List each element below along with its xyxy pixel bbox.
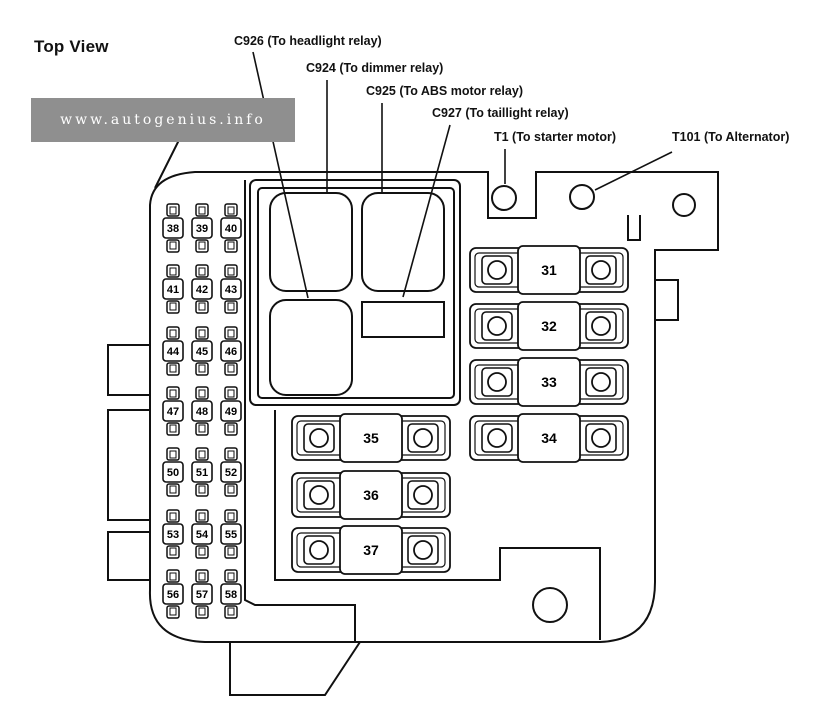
leader-t101 [594,151,673,191]
fuse-35: 35 [291,413,451,463]
fuse-number-42: 42 [196,284,208,296]
fuse-number-48: 48 [196,406,208,418]
terminal-t101 [569,184,595,210]
relay-c927-slot [361,301,445,338]
fuse-number-38: 38 [167,223,179,235]
inner-panel-left [244,180,356,642]
fuse-44: 44 [162,326,184,376]
fuse-34: 34 [469,413,629,463]
fuse-number-45: 45 [196,346,208,358]
fuse-52: 52 [220,447,242,497]
view-title: Top View [34,37,109,56]
fuse-46: 46 [220,326,242,376]
relay-c925 [361,192,445,292]
fuse-number-46: 46 [225,346,237,358]
large-fuse-bank: 31 32 33 34 35 36 37 [291,245,629,575]
fuse-45: 45 [191,326,213,376]
relay-compartment-inner [257,187,455,399]
fuse-number-53: 53 [167,529,179,541]
watermark: www.autogenius.info [31,98,295,142]
connector-label-c925: C925 (To ABS motor relay) [366,84,523,98]
fuse-32: 32 [469,301,629,351]
small-fuse-bank: 38 39 40 41 42 43 44 45 46 47 48 49 50 51 52 53 54 55 56 57… [162,203,242,619]
relay-compartment [249,179,461,406]
fuse-31: 31 [469,245,629,295]
fuse-43: 43 [220,264,242,314]
leader-c926 [252,51,309,299]
fuse-47: 47 [162,386,184,436]
fuse-number-56: 56 [167,589,179,601]
connector-label-t101: T101 (To Alternator) [672,130,790,144]
fuse-number-43: 43 [225,284,237,296]
fuse-51: 51 [191,447,213,497]
left-tab-middle [107,409,150,521]
leader-c927 [402,124,451,298]
fuse-38: 38 [162,203,184,253]
left-tab-upper [107,344,150,396]
fuse-number-32: 32 [541,318,557,334]
fuse-number-47: 47 [167,406,179,418]
fuse-42: 42 [191,264,213,314]
fuse-number-44: 44 [167,346,180,358]
fuse-number-55: 55 [225,529,237,541]
fuse-number-35: 35 [363,430,379,446]
fuse-57: 57 [191,569,213,619]
relay-c924 [269,299,353,396]
fuse-box-housing [148,171,719,643]
fuse-39: 39 [191,203,213,253]
mount-hole-right [672,193,696,217]
fuse-41: 41 [162,264,184,314]
connector-label-c924: C924 (To dimmer relay) [306,61,444,75]
fuse-number-58: 58 [225,589,237,601]
left-tab-lower [107,531,150,581]
right-side-tab [655,279,679,321]
connector-label-t1: T1 (To starter motor) [494,130,616,144]
fuse-58: 58 [220,569,242,619]
fuse-55: 55 [220,509,242,559]
fuse-number-54: 54 [196,529,209,541]
fuse-number-51: 51 [196,467,208,479]
fuse-number-34: 34 [541,430,557,446]
fuse-33: 33 [469,357,629,407]
connector-label-c927: C927 (To taillight relay) [432,106,569,120]
fuse-number-57: 57 [196,589,208,601]
fuse-number-50: 50 [167,467,179,479]
connector-label-c926: C926 (To headlight relay) [234,34,382,48]
t1-notch [627,215,641,241]
fuse-number-33: 33 [541,374,557,390]
fuse-36: 36 [291,470,451,520]
fuse-number-36: 36 [363,487,379,503]
fuse-48: 48 [191,386,213,436]
relay-c926 [269,192,353,292]
fuse-50: 50 [162,447,184,497]
fuse-37: 37 [291,525,451,575]
fuse-number-39: 39 [196,223,208,235]
fuse-number-31: 31 [541,262,557,278]
mount-hole-bottom [532,587,568,623]
bottom-tab [229,641,361,696]
terminal-t1 [491,185,517,211]
fuse-number-41: 41 [167,284,179,296]
fuse-number-37: 37 [363,542,379,558]
fuse-49: 49 [220,386,242,436]
fuse-number-49: 49 [225,406,237,418]
fuse-number-40: 40 [225,223,237,235]
fuse-54: 54 [191,509,213,559]
inner-panel-outline [274,410,601,640]
fuse-56: 56 [162,569,184,619]
fuse-40: 40 [220,203,242,253]
fuse-number-52: 52 [225,467,237,479]
fuse-53: 53 [162,509,184,559]
